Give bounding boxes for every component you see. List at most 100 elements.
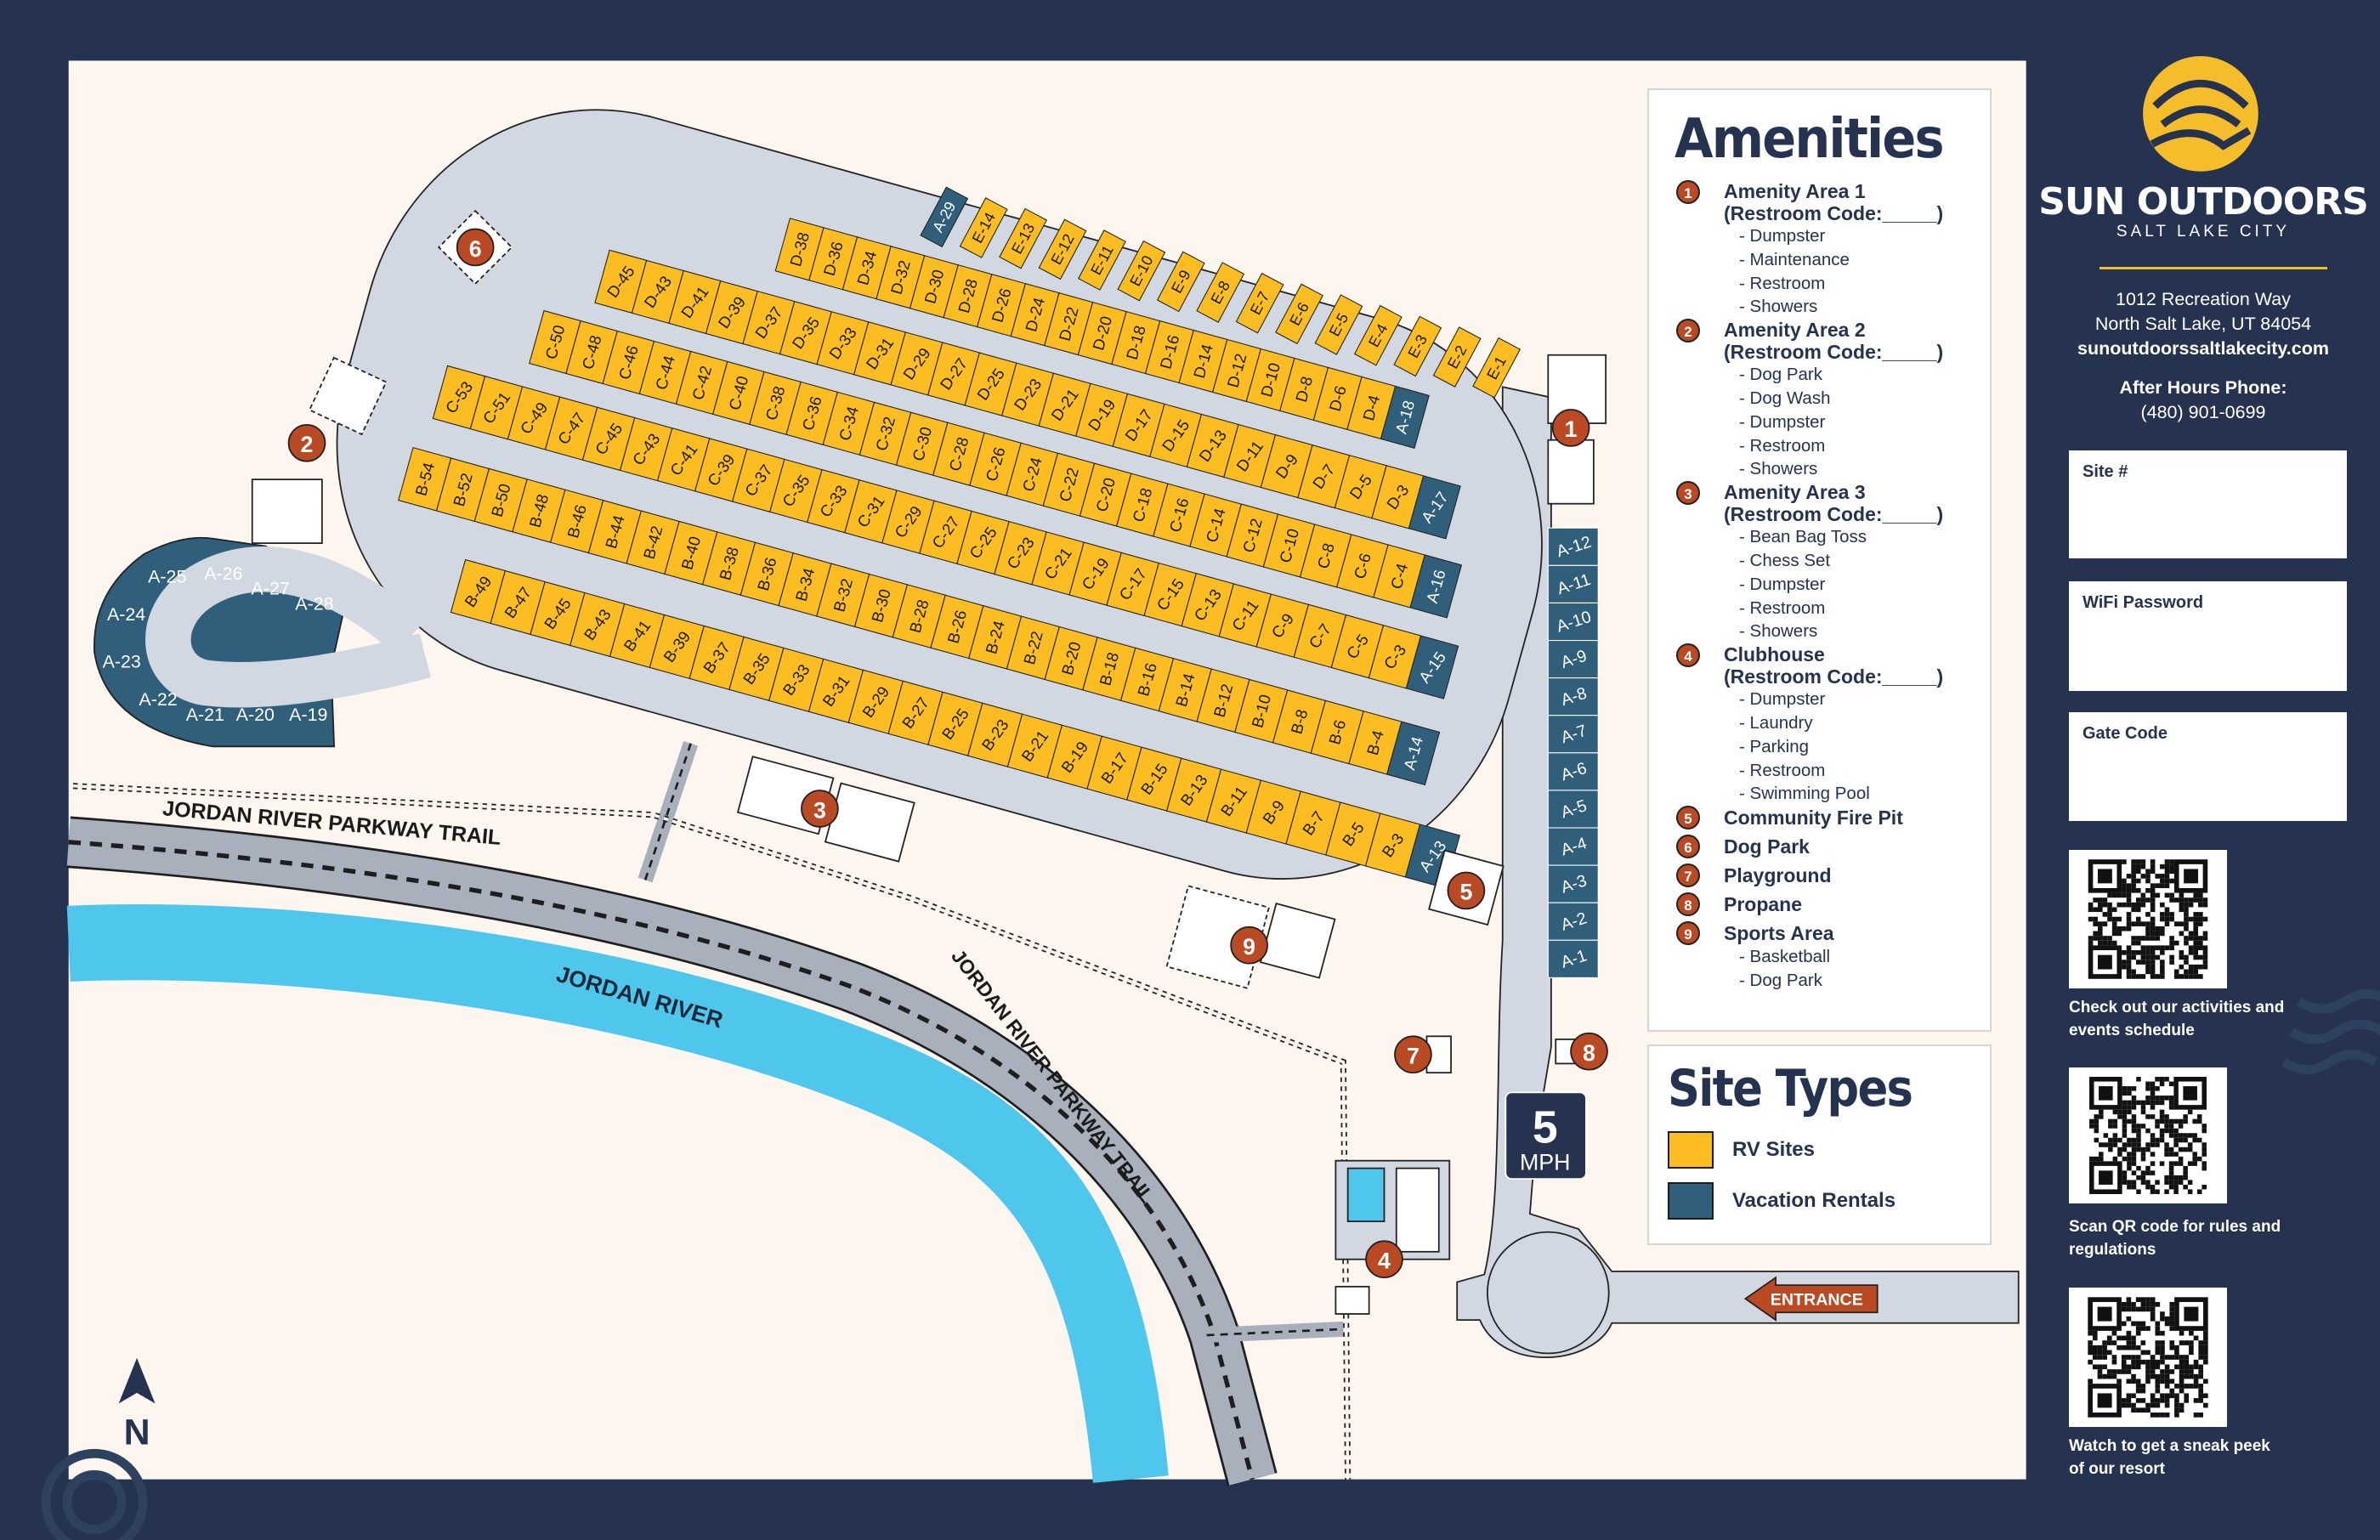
rv-site[interactable]: B-14 [1158,658,1212,722]
rv-site[interactable]: C-24 [1006,442,1059,507]
rv-site[interactable]: C-28 [932,422,985,486]
gate-code-field[interactable]: Gate Code [2069,712,2347,821]
rv-site[interactable]: B-40 [664,520,718,586]
rv-site[interactable]: C-41 [656,427,711,492]
rv-site[interactable]: D-24 [1010,283,1060,347]
rv-site[interactable]: B-38 [701,531,756,596]
amenity-marker-8[interactable]: 8 [1570,1032,1608,1071]
rv-site[interactable]: E-2 [1432,326,1482,388]
rv-site[interactable]: C-19 [1068,541,1122,606]
rv-site[interactable]: C-36 [785,381,839,445]
rental-site-label[interactable]: A-21 [186,705,224,725]
rv-site[interactable]: C-33 [807,468,860,534]
rv-site[interactable]: D-4 [1346,376,1397,439]
rv-site[interactable]: C-40 [712,360,765,425]
rental-site-label[interactable]: A-23 [103,651,141,671]
rv-site[interactable]: D-10 [1245,348,1295,412]
rv-site[interactable]: B-12 [1196,668,1250,733]
rv-site[interactable]: C-11 [1218,583,1272,648]
vacation-rental-site[interactable]: A-11 [1547,564,1599,603]
rv-site[interactable]: C-47 [544,396,598,461]
rv-site[interactable]: C-44 [638,340,692,405]
rv-site[interactable]: B-7 [1285,790,1341,856]
rv-site[interactable]: B-44 [587,500,642,564]
rv-site[interactable]: B-18 [1082,637,1136,701]
rv-site[interactable]: B-54 [398,446,452,512]
rv-site[interactable]: C-3 [1368,625,1422,689]
rv-site[interactable]: B-45 [530,580,586,647]
vacation-rental-site[interactable]: A-5 [1547,790,1599,829]
rv-site[interactable]: B-50 [473,467,528,533]
rental-site-label[interactable]: A-24 [107,604,145,625]
rv-site[interactable]: D-31 [853,321,906,386]
rv-site[interactable]: B-25 [927,691,983,756]
rv-site[interactable]: D-30 [909,255,959,319]
vacation-rental-site[interactable]: A-7 [1547,715,1599,754]
rv-site[interactable]: C-25 [956,510,1010,575]
rv-site[interactable]: D-37 [742,290,796,355]
rv-site[interactable]: D-25 [964,352,1017,416]
vacation-rental-site[interactable]: A-12 [1547,527,1599,566]
rv-site[interactable]: C-22 [1042,452,1096,517]
rv-site[interactable]: C-31 [844,479,898,544]
vacation-rental-site[interactable]: A-17 [1408,475,1461,540]
rv-site[interactable]: C-8 [1299,524,1352,588]
vacation-rental-site[interactable]: A-1 [1547,939,1599,978]
rv-site[interactable]: C-12 [1226,503,1279,568]
rv-site[interactable]: B-42 [626,510,680,575]
rv-site[interactable]: B-5 [1325,801,1381,867]
vacation-rental-site[interactable]: A-18 [1380,385,1430,449]
rv-site[interactable]: D-35 [779,301,832,365]
qr-code-rules[interactable] [2069,1067,2227,1203]
rv-site[interactable]: B-31 [808,658,864,723]
rv-site[interactable]: C-48 [565,320,618,385]
qr-code-activities[interactable] [2069,850,2227,988]
qr-code-video[interactable] [2069,1288,2227,1427]
rental-site-label[interactable]: A-28 [295,594,333,614]
rental-site-label[interactable]: A-26 [204,563,242,584]
rv-site[interactable]: D-14 [1178,329,1228,393]
wifi-password-field[interactable]: WiFi Password [2069,581,2347,691]
rv-site[interactable]: B-48 [512,478,566,543]
rv-site[interactable]: B-28 [892,584,946,648]
rv-site[interactable]: D-6 [1312,366,1363,431]
rv-site[interactable]: B-34 [778,552,832,617]
amenity-marker-4[interactable]: 4 [1365,1240,1403,1279]
rv-site[interactable]: C-5 [1330,614,1385,679]
rv-site[interactable]: C-13 [1181,573,1235,637]
rv-site[interactable]: D-45 [594,249,648,314]
rv-site[interactable]: B-26 [930,594,984,660]
rv-site[interactable]: E-8 [1196,262,1245,323]
rv-site[interactable]: B-22 [1006,615,1060,681]
rv-site[interactable]: D-20 [1077,301,1127,365]
site-number-field[interactable]: Site # [2069,450,2347,558]
rv-site[interactable]: D-28 [943,264,993,328]
amenity-marker-6[interactable]: 6 [456,228,495,267]
vacation-rental-site[interactable]: A-14 [1386,721,1441,786]
amenity-marker-5[interactable]: 5 [1447,871,1486,910]
rv-site[interactable]: B-43 [570,592,626,658]
rv-site[interactable]: E-3 [1393,315,1442,377]
vacation-rental-site[interactable]: A-9 [1547,640,1599,679]
vacation-rental-site[interactable]: A-3 [1547,864,1599,903]
rental-site-label[interactable]: A-25 [148,566,186,586]
vacation-rental-site[interactable]: A-2 [1547,902,1599,941]
rv-site[interactable]: B-29 [847,669,904,734]
amenity-marker-9[interactable]: 9 [1230,926,1268,965]
rv-site[interactable]: D-19 [1075,382,1129,447]
rv-site[interactable]: E-7 [1235,272,1284,334]
rv-site[interactable]: C-35 [769,458,823,524]
amenity-marker-7[interactable]: 7 [1394,1035,1432,1074]
rv-site[interactable]: B-35 [728,636,785,701]
rv-site[interactable]: D-3 [1371,465,1425,529]
rental-site-label[interactable]: A-27 [252,579,290,599]
rv-site[interactable]: D-9 [1260,433,1313,499]
rv-site[interactable]: B-39 [649,614,705,680]
rv-site[interactable]: E-6 [1275,283,1323,345]
rv-site[interactable]: D-43 [631,259,684,325]
rv-site[interactable]: D-7 [1297,444,1351,509]
rv-site[interactable]: B-20 [1044,626,1098,691]
rv-site[interactable]: B-13 [1165,757,1222,823]
rv-site[interactable]: C-14 [1189,493,1243,558]
rental-site-label[interactable]: A-20 [236,705,275,725]
